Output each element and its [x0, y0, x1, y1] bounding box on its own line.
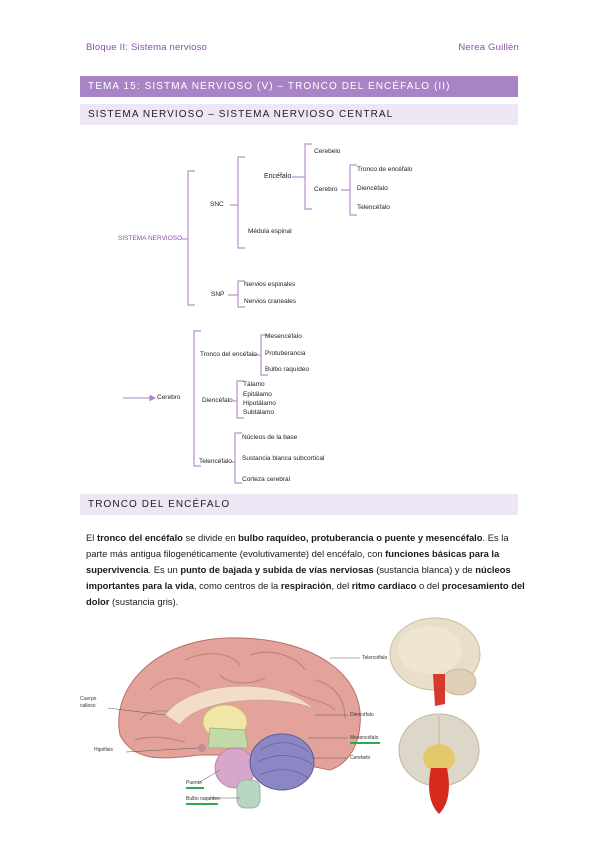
label-nervios-craneales: Nervios craneales: [244, 298, 297, 305]
bracket-telencefalo: [234, 432, 242, 484]
bracket-snc: [237, 156, 245, 249]
fig-label-telencefalo: Telencéfalo: [362, 655, 388, 661]
label-sistema-nervioso: SISTEMA NERVIOSO: [118, 235, 183, 242]
label-encefalo: Encéfalo: [264, 173, 292, 180]
label-corteza: Corteza cerebral: [242, 476, 291, 483]
label-cerebelo: Cerebelo: [314, 148, 341, 155]
label-telencefalo: Telencéfalo: [357, 204, 390, 211]
fig-label-diencefalo: Diencéfalo: [350, 712, 374, 718]
label-cerebro-root: Cerebro: [157, 394, 181, 401]
label-snp: SNP: [211, 291, 225, 298]
label-sustancia: Sustancia blanca subcortical: [242, 455, 325, 462]
label-nervios-espinales: Nervios espinales: [244, 281, 296, 288]
label-telencefalo-2: Telencéfalo: [199, 458, 232, 465]
fig-label-calloso: calloso: [80, 703, 96, 709]
label-tronco-2: Tronco del encéfalo: [200, 351, 257, 358]
label-bulbo: Bulbo raquídeo: [265, 366, 310, 373]
paragraph-tronco: El tronco del encéfalo se divide en bulb…: [86, 532, 525, 607]
fig-label-puente: Puente: [186, 780, 202, 786]
header-right: Nerea Guillén: [458, 42, 519, 53]
label-subtalamo: Subtálamo: [243, 409, 275, 416]
fig-label-mesencefalo: Mesencéfalo: [350, 735, 379, 741]
label-medula: Médula espinal: [248, 228, 292, 235]
brain-3d-lateral-render: [385, 612, 485, 712]
fig-label-cuerpo: Cuerpo: [80, 696, 97, 702]
label-protuberancia: Protuberancia: [265, 350, 306, 357]
label-nucleos: Núcleos de la base: [242, 434, 298, 441]
label-snc: SNC: [210, 201, 224, 208]
fig-label-bulbo: Bulbo raquídeo: [186, 796, 220, 802]
label-diencefalo: Diencéfalo: [357, 185, 388, 192]
bracket-encefalo: [304, 143, 312, 210]
bulbo-highlight: [186, 803, 218, 805]
bracket-cerebro: [349, 164, 357, 216]
label-hipotalamo: Hipotálamo: [243, 400, 276, 407]
fig-label-cerebelo: Cerebelo: [350, 755, 371, 761]
puente-highlight: [186, 787, 204, 789]
main-title-bar: TEMA 15: SISTMA NERVIOSO (V) – TRONCO DE…: [80, 76, 518, 97]
label-tronco: Tronco de encéfalo: [357, 166, 413, 173]
subtitle-bar: SISTEMA NERVIOSO – SISTEMA NERVIOSO CENT…: [80, 104, 518, 125]
label-diencefalo-2: Diencéfalo: [202, 397, 233, 404]
header-left: Bloque II: Sistema nervioso: [86, 42, 208, 53]
label-epitalamo: Epitálamo: [243, 391, 272, 398]
label-talamo: Tálamo: [243, 381, 265, 388]
brain-sagittal-illustration: Cuerpo calloso Hipófisis Puente Bulbo ra…: [80, 630, 390, 840]
arrow-icon: [149, 394, 157, 402]
mesencefalo-highlight: [350, 742, 380, 744]
label-cerebro: Cerebro: [314, 186, 338, 193]
label-mesencefalo: Mesencéfalo: [265, 333, 302, 340]
brain-3d-frontal-render: [395, 710, 483, 818]
bracket-sistema-nervioso: [187, 170, 195, 306]
section-tronco-bar: TRONCO DEL ENCÉFALO: [80, 494, 518, 515]
fig-label-hipofisis: Hipófisis: [94, 747, 113, 753]
